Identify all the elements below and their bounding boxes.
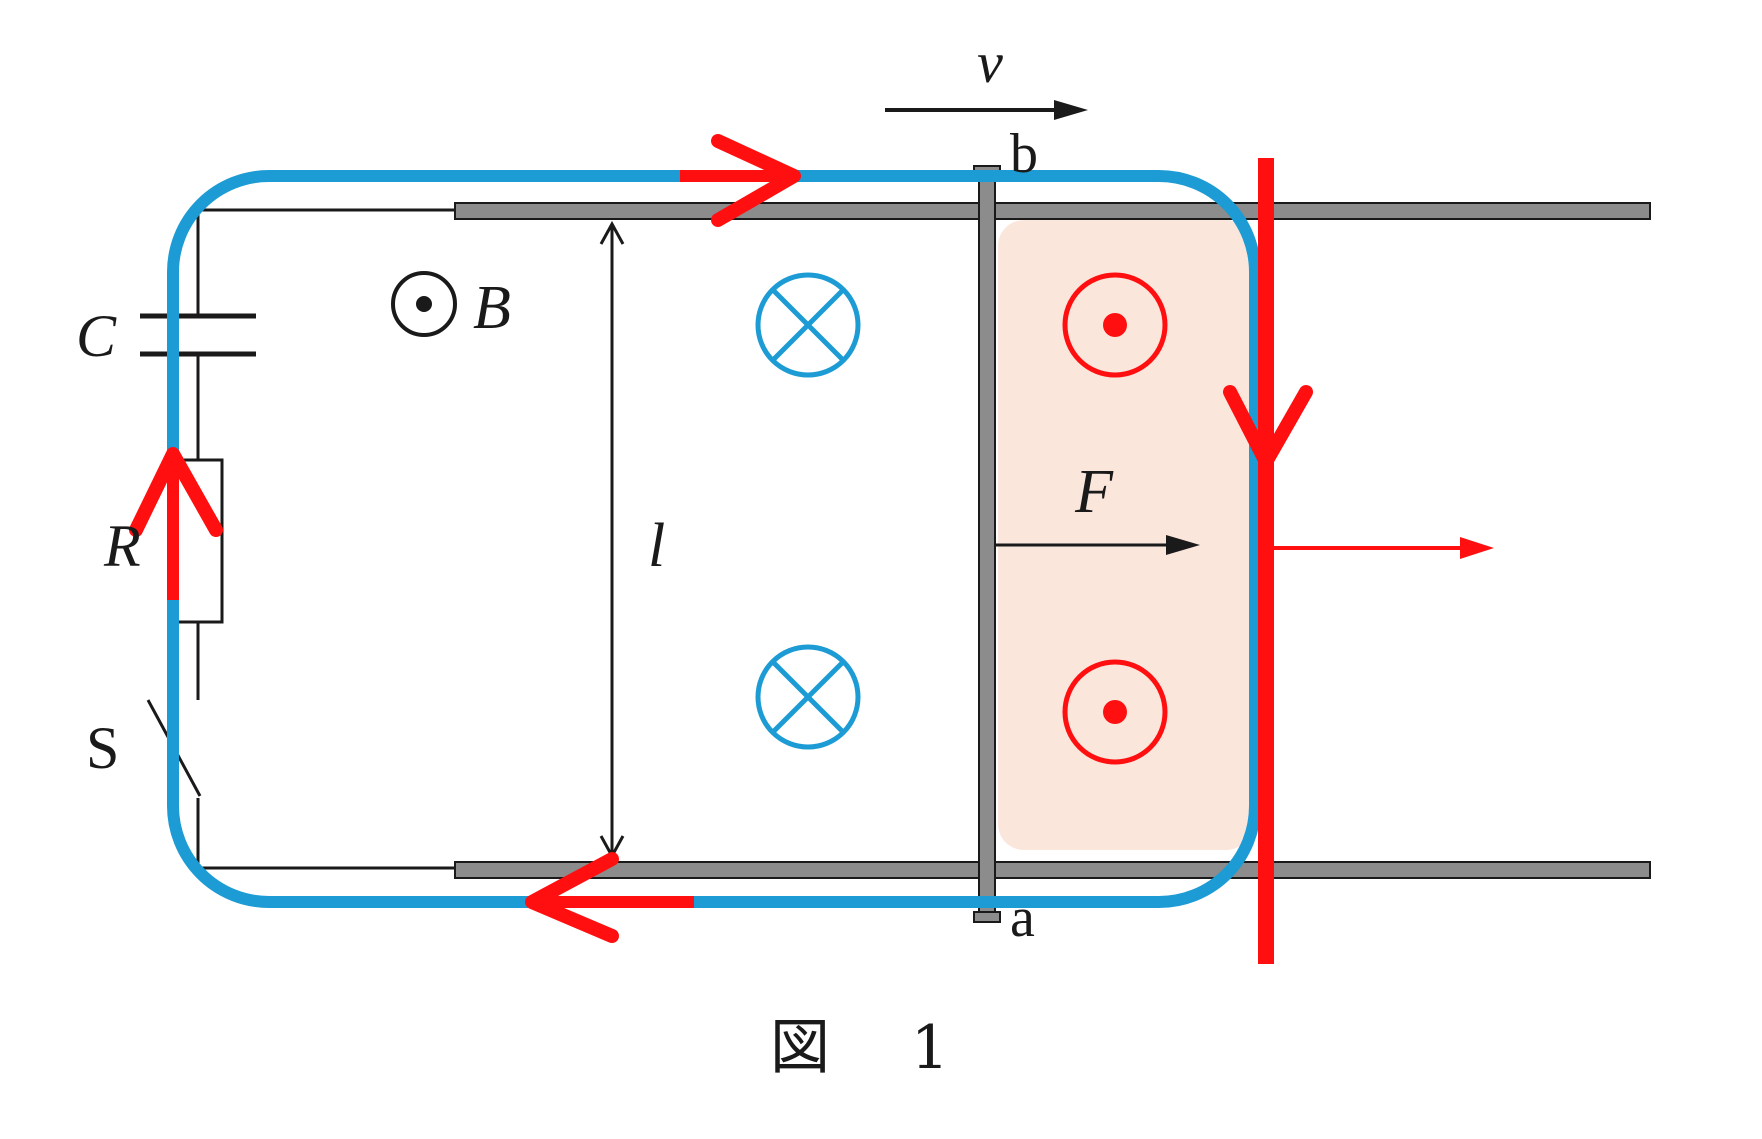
force-arrow <box>995 535 1200 555</box>
arrow-up-icon <box>129 447 223 537</box>
switch-label: S <box>86 715 119 781</box>
bottom-rail <box>454 861 1651 879</box>
figure-caption-word: 図 <box>770 1013 830 1083</box>
spacing-label: l <box>648 512 665 580</box>
field-label: B <box>473 274 511 342</box>
current-highlight-segments <box>167 170 790 908</box>
circle-dot-icon <box>1062 272 1168 378</box>
velocity-label: v <box>977 30 1003 95</box>
velocity-arrow <box>885 100 1088 120</box>
circle-dot-icon <box>391 271 457 337</box>
rod-bottom-label: a <box>1010 887 1035 949</box>
left-circuit <box>196 208 455 870</box>
rod-top-label: b <box>1010 123 1038 185</box>
arrow-right-icon <box>711 134 801 227</box>
figure-caption-number: 1 <box>911 1013 949 1083</box>
arrow-left-icon <box>525 852 619 943</box>
capacitor-label: C <box>76 303 117 369</box>
rail-spacing-arrow <box>599 220 625 860</box>
force-label: F <box>1074 458 1114 526</box>
capacitor <box>140 313 256 357</box>
circle-cross-icon <box>755 644 861 750</box>
circle-dot-icon <box>1062 659 1168 765</box>
circle-cross-icon <box>755 272 861 378</box>
red-motion-arrow <box>1274 537 1494 559</box>
highlight-region <box>998 220 1252 850</box>
resistor-label: R <box>103 513 141 579</box>
top-rail <box>454 202 1651 220</box>
